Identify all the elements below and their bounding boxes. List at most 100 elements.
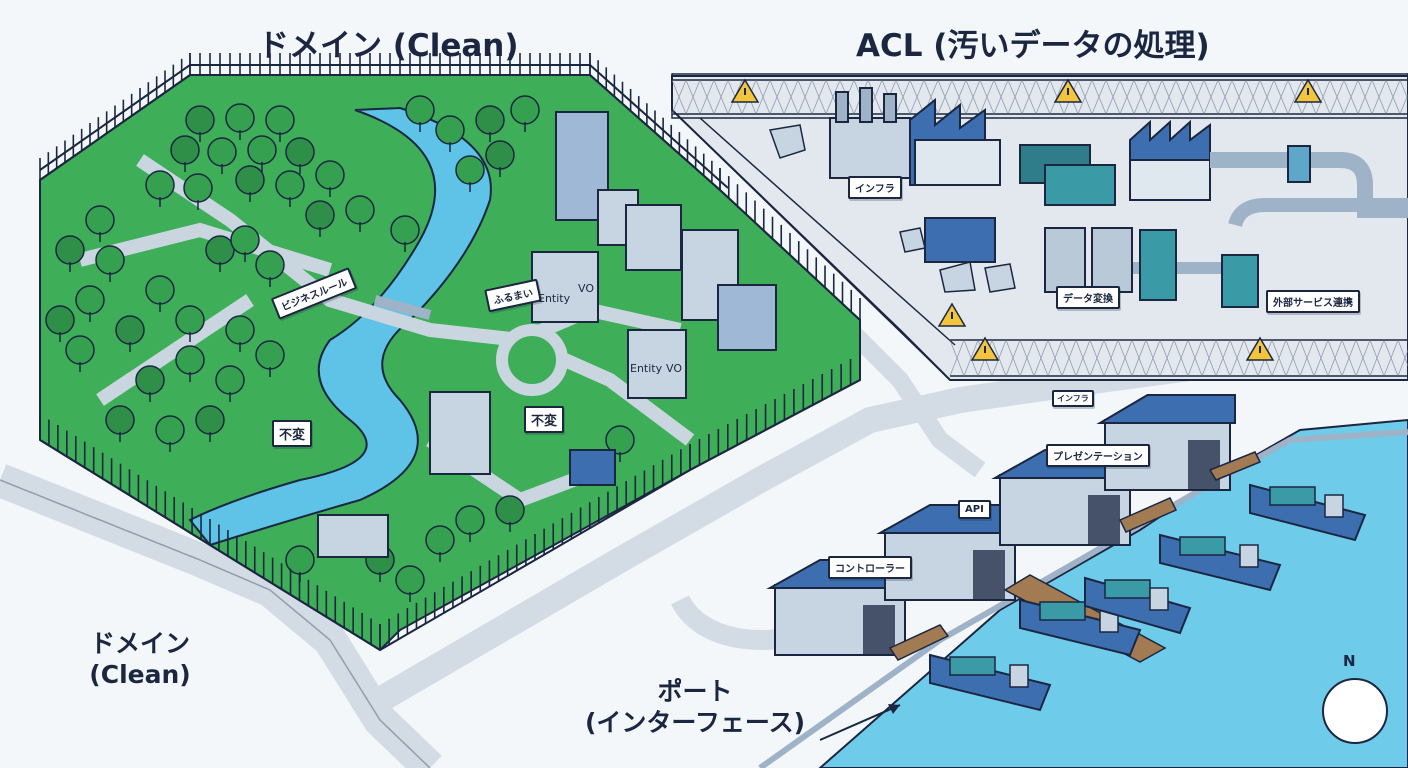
port-zone-label-line1: ポート [657, 677, 733, 706]
fence-mesh-line [1343, 79, 1359, 115]
fence-mesh-line [1217, 79, 1233, 115]
tree [285, 137, 315, 167]
fence-mesh-line [1105, 79, 1121, 115]
fence-mesh-line [1397, 349, 1408, 377]
tree [405, 95, 435, 125]
tree [265, 105, 295, 135]
fence-mesh-line [1019, 339, 1035, 377]
tree [247, 135, 277, 165]
fence-mesh-line [1285, 339, 1301, 377]
fence-mesh-line [797, 79, 813, 115]
acl-containers [924, 144, 1116, 263]
tree [455, 505, 485, 535]
tree [75, 285, 105, 315]
warehouse-door [973, 550, 1005, 600]
fence-mesh-line [1369, 339, 1385, 377]
tree [105, 405, 135, 435]
port-zone-label: ポート (インターフェース) [565, 676, 825, 739]
fence-mesh-line [1273, 79, 1289, 115]
fence-mesh-line [1245, 79, 1261, 115]
sign-presentation: プレゼンテーション [1046, 444, 1150, 467]
fence-mesh-line [1131, 339, 1147, 377]
fence-mesh-line [1175, 79, 1191, 115]
tree [145, 170, 175, 200]
fence-mesh-line [1061, 339, 1077, 377]
acl-pipes [1044, 145, 1408, 308]
port-pointer-arrow [819, 704, 901, 741]
fence-mesh-line [991, 339, 1007, 377]
fence-mesh-line [1189, 79, 1205, 115]
tree [95, 245, 125, 275]
fence-mesh-line [1357, 79, 1373, 115]
domain-trees [45, 95, 635, 602]
fence-mesh-line [909, 79, 925, 115]
domain-bridge [373, 295, 432, 320]
tree [155, 415, 185, 445]
fence-mesh-line [825, 79, 841, 115]
cube-entity-1: Entity [538, 292, 571, 305]
compass [1322, 678, 1388, 744]
domain-zone-label-line1: ドメイン [89, 629, 190, 658]
fence-mesh-line [671, 79, 687, 115]
acl-title: ACL (汚いデータの処理) [856, 28, 1210, 64]
tree [435, 115, 465, 145]
tree [135, 365, 165, 395]
fence-mesh-line [895, 79, 911, 115]
tree [115, 315, 145, 345]
port-zone-label-line2: (インターフェース) [584, 708, 806, 738]
fence-mesh-line [1145, 339, 1161, 377]
tree [225, 315, 255, 345]
fence-mesh-line [1287, 79, 1303, 115]
fence-mesh-line [1077, 79, 1093, 115]
sign-infra-small: インフラ [1052, 390, 1094, 407]
ship-cargo [949, 656, 996, 676]
sign-data-conversion: データ変換 [1056, 286, 1120, 309]
ship-cargo [1039, 601, 1086, 621]
tree [305, 200, 335, 230]
warehouse-door [1188, 440, 1220, 490]
fence-mesh-line [811, 79, 827, 115]
fence-mesh-line [1075, 339, 1091, 377]
tree [65, 335, 95, 365]
warehouse-roof [1096, 394, 1236, 424]
sign-immutable-2: 不変 [524, 406, 565, 433]
tree [345, 195, 375, 225]
fence-mesh-line [1035, 79, 1051, 115]
fence-mesh-line [1313, 339, 1329, 377]
fence-mesh-line [1173, 339, 1189, 377]
tree [145, 275, 175, 305]
fence-mesh-line [1187, 339, 1203, 377]
ship-cargo [1179, 536, 1226, 556]
fence-mesh-line [1091, 79, 1107, 115]
fence-mesh-line [685, 79, 701, 115]
tree [495, 495, 525, 525]
tree [185, 105, 215, 135]
fence-mesh-line [1033, 339, 1049, 377]
tree [230, 225, 260, 255]
tree [175, 345, 205, 375]
tree [475, 105, 505, 135]
fence-mesh-line [783, 79, 799, 115]
fence-mesh-line [1355, 339, 1371, 377]
compass-north-label: N [1343, 652, 1356, 670]
fence-mesh-line [1005, 339, 1021, 377]
domain-buildings [317, 111, 777, 558]
tree [235, 165, 265, 195]
domain-zone-label-line2: (Clean) [89, 660, 191, 690]
fence-mesh-line [1203, 79, 1219, 115]
sign-immutable-1: 不変 [272, 420, 313, 447]
fence-mesh-line [1215, 339, 1231, 377]
fence-mesh-line [1299, 339, 1315, 377]
fence-mesh-line [1049, 79, 1065, 115]
fence-mesh-line [1147, 79, 1163, 115]
fence-mesh-line [1089, 339, 1105, 377]
fence-mesh-line [713, 79, 729, 115]
acl-debris [768, 124, 1016, 293]
fence-mesh-line [1007, 79, 1023, 115]
tree [315, 160, 345, 190]
fence-mesh-line [755, 79, 771, 115]
fence-mesh-line [949, 339, 965, 377]
fence-mesh-line [1231, 79, 1247, 115]
